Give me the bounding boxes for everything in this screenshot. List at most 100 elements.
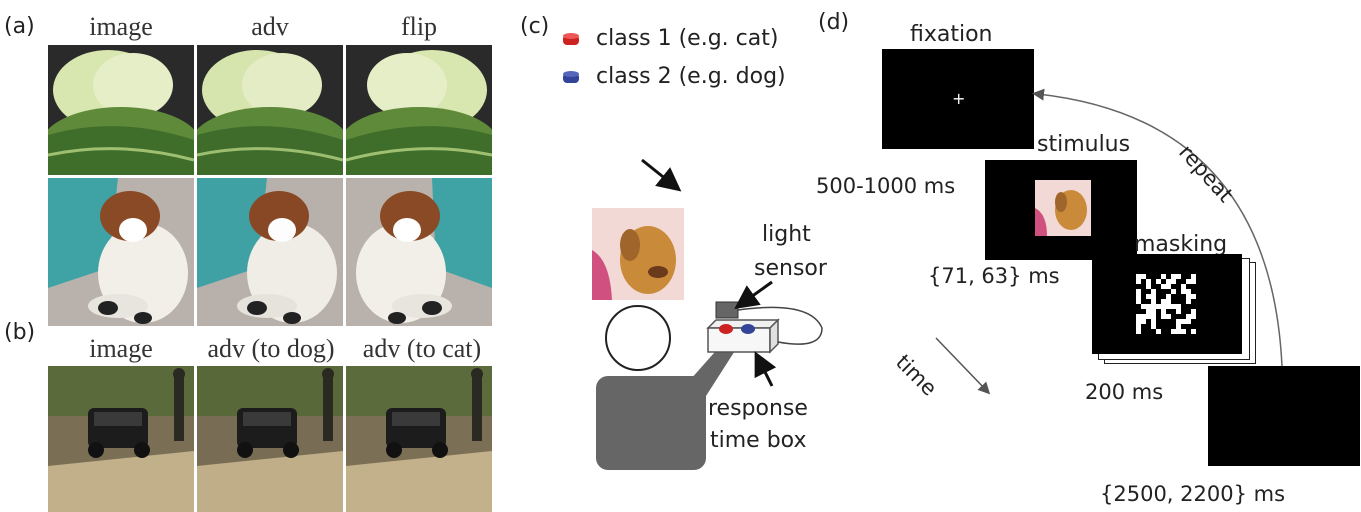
light-sensor [715,301,739,319]
noise-block [1136,294,1141,299]
noise-block [1136,289,1141,294]
noise-block [1186,314,1191,319]
noise-block [1186,279,1191,284]
legend-class-2: class 2 (e.g. dog) [596,64,786,89]
mask-screen [1092,254,1242,354]
fixation-label: fixation [910,22,993,47]
time-arrow [935,337,991,395]
noise-block [1176,274,1181,279]
noise-block [1176,329,1181,334]
noise-block [1181,319,1186,324]
masking-label: masking [1134,232,1228,257]
noise-block [1146,309,1151,314]
col-label-adv-to-dog: adv (to dog) [207,334,335,363]
noise-block [1151,319,1156,324]
noise-block [1136,314,1141,319]
noise-block [1151,299,1156,304]
cabbage-adv-image [197,45,343,175]
noise-block [1186,319,1191,324]
noise-block [1151,324,1156,329]
noise-block [1161,299,1166,304]
noise-block [1136,329,1141,334]
col-label-image: image [89,12,153,41]
noise-block [1166,279,1171,284]
blue-button-legend-icon [563,71,579,83]
noise-block [1161,284,1166,289]
noise-block [1191,314,1196,319]
col-label-adv-to-cat: adv (to cat) [362,334,482,363]
jeep-image [48,366,194,512]
papillon-adv-image [197,178,343,326]
noise-block [1156,304,1161,309]
noise-block [1146,284,1151,289]
response-box-label-2: time box [710,428,807,453]
noise-block [1186,294,1191,299]
jeep-adv-to-cat-image [346,366,492,512]
mask-duration: 200 ms [1085,380,1164,404]
noise-block [1161,309,1166,314]
arrow-to-response-box [754,351,777,387]
noise-block [1166,294,1171,299]
noise-block [1151,314,1156,319]
noise-block [1146,294,1151,299]
noise-block [1176,309,1181,314]
noise-block [1136,324,1141,329]
noise-block [1171,274,1176,279]
noise-block [1191,274,1196,279]
noise-block [1136,319,1141,324]
noise-block [1136,299,1141,304]
response-box-label-1: response [708,396,808,421]
noise-block [1166,284,1171,289]
noise-block [1191,329,1196,334]
noise-block [1181,289,1186,294]
fixation-cross-icon: + [952,89,966,108]
noise-block [1146,314,1151,319]
stimulus-duration: {71, 63} ms [928,264,1060,288]
dog-stimulus-thumbnail [1035,180,1091,236]
noise-block [1141,314,1146,319]
noise-block [1166,314,1171,319]
noise-block [1151,309,1156,314]
noise-block [1176,319,1181,324]
fixation-screen: + [882,49,1034,149]
arrow-to-sensor [734,280,773,309]
response-duration: {2500, 2200} ms [1100,482,1286,506]
noise-block [1151,294,1156,299]
legend-class-1: class 1 (e.g. cat) [596,26,779,51]
panel-c-label: (c) [520,14,550,39]
noise-block [1141,274,1146,279]
red-button [719,324,733,334]
noise-block [1166,304,1171,309]
noise-block [1151,304,1156,309]
papillon-flip-image [346,178,492,326]
noise-block [1191,294,1196,299]
noise-block [1141,304,1146,309]
noise-mask-pattern [1136,274,1196,334]
noise-block [1156,279,1161,284]
noise-block [1191,309,1196,314]
noise-block [1151,289,1156,294]
noise-block [1141,319,1146,324]
subject-head [605,305,671,371]
noise-block [1161,314,1166,319]
noise-block [1186,289,1191,294]
col-label-flip: flip [400,12,438,41]
noise-block [1191,279,1196,284]
arrow-to-screen [641,158,682,192]
noise-block [1171,329,1176,334]
experiment-setup-diagram [592,158,823,470]
light-sensor-label-1: light [762,222,811,247]
noise-block [1171,279,1176,284]
noise-block [1156,329,1161,334]
papillon-image [48,178,194,326]
noise-block [1146,304,1151,309]
noise-block [1161,274,1166,279]
light-sensor-label-2: sensor [754,256,827,281]
panel-b-label: (b) [4,320,36,345]
stimulus-label: stimulus [1037,132,1131,157]
repeat-arc [1032,88,1283,367]
noise-block [1136,279,1141,284]
noise-block [1186,299,1191,304]
col-label-image-b: image [89,334,153,363]
red-button-legend-icon [563,33,579,45]
